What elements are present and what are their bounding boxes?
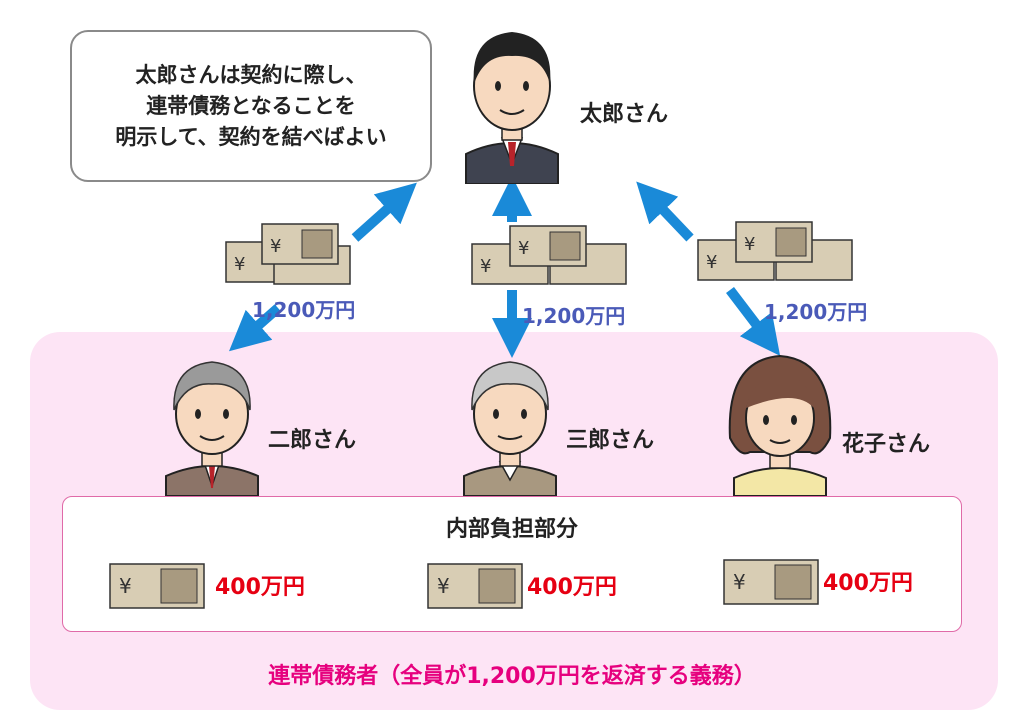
loan-amount-jiro: 1,200万円 <box>252 298 356 322</box>
svg-text:¥: ¥ <box>733 570 746 594</box>
speech-bubble-text: 太郎さんは契約に際し、 連帯債務となることを 明示して、契約を結べばよい <box>115 62 387 149</box>
internal-share-title: 内部負担部分 <box>445 517 578 542</box>
arrow-taro-to-jiro <box>229 304 282 352</box>
loan-amount-saburo: 1,200万円 <box>522 304 626 328</box>
svg-text:¥: ¥ <box>119 574 132 598</box>
svg-text:¥: ¥ <box>270 236 281 257</box>
share-hanako: 400万円 <box>823 571 913 596</box>
share-jiro: 400万円 <box>215 575 305 600</box>
svg-text:¥: ¥ <box>706 252 717 273</box>
loan-amount-hanako: 1,200万円 <box>764 300 868 324</box>
saburo-avatar <box>463 361 557 496</box>
jiro-name: 二郎さん <box>268 428 357 453</box>
jiro-avatar <box>165 361 259 496</box>
banknote-icon: ¥ <box>109 563 205 609</box>
arrow-hanako-to-taro <box>636 181 694 242</box>
svg-text:¥: ¥ <box>437 574 450 598</box>
svg-text:¥: ¥ <box>518 238 529 259</box>
internal-share-box: 内部負担部分 ¥ 400万円 ¥ 400万円 ¥ 400万円 <box>62 496 962 632</box>
taro-name: 太郎さん <box>580 102 669 127</box>
banknote-icon: ¥ <box>723 559 819 605</box>
banknote-icon: ¥ <box>427 563 523 609</box>
money-stack-saburo: ¥ ¥ <box>471 225 627 285</box>
joint-debtors-caption: 連帯債務者（全員が1,200万円を返済する義務） <box>268 664 756 689</box>
svg-text:¥: ¥ <box>744 234 755 255</box>
money-stack-jiro: ¥ ¥ <box>225 223 351 285</box>
money-stack-hanako: ¥ ¥ <box>697 221 853 281</box>
speech-bubble: 太郎さんは契約に際し、 連帯債務となることを 明示して、契約を結べばよい <box>70 30 432 182</box>
hanako-avatar <box>728 354 832 496</box>
saburo-name: 三郎さん <box>566 428 655 453</box>
arrow-taro-to-hanako <box>726 286 781 356</box>
svg-text:¥: ¥ <box>480 256 491 277</box>
taro-avatar <box>465 32 559 184</box>
share-saburo: 400万円 <box>527 575 617 600</box>
hanako-name: 花子さん <box>842 432 931 457</box>
svg-text:¥: ¥ <box>234 254 245 275</box>
arrow-jiro-to-taro <box>351 182 417 242</box>
